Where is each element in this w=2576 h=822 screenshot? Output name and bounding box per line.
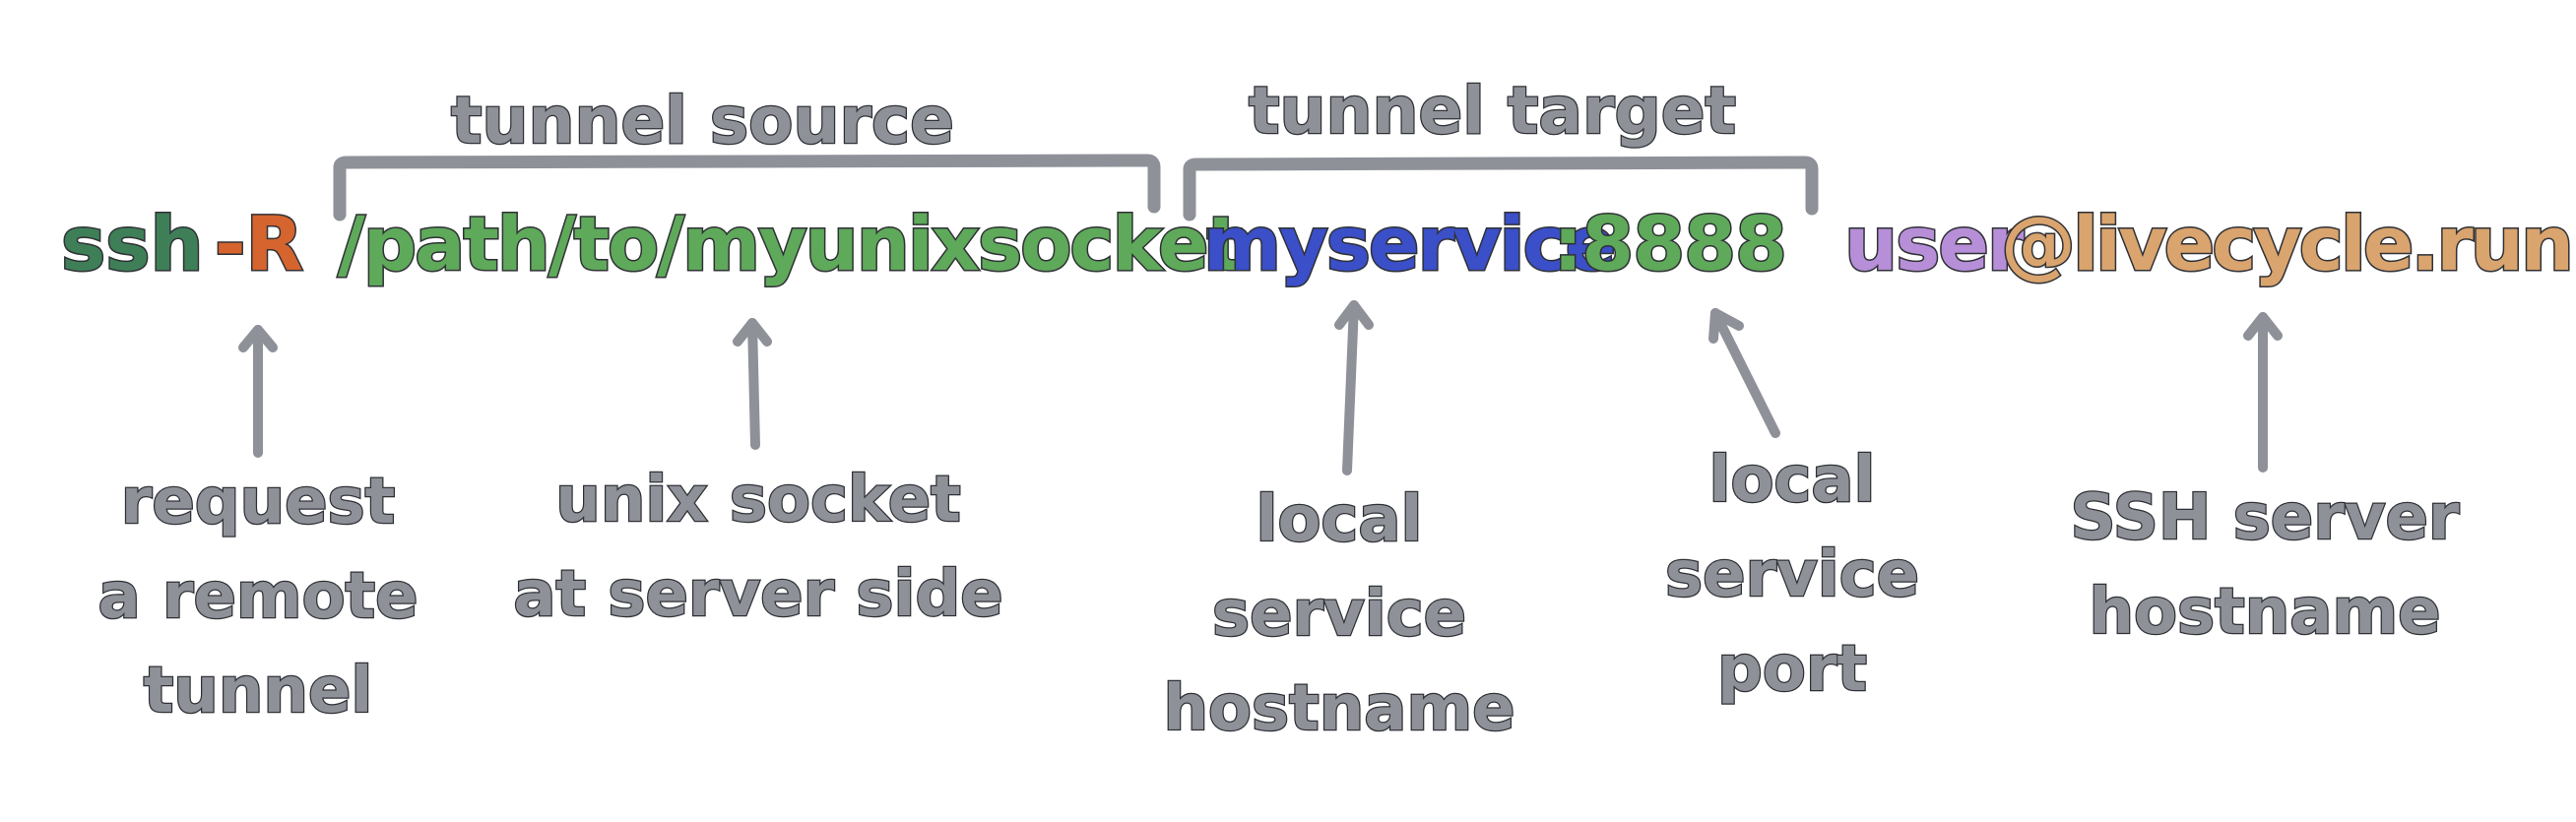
annotation-request-remote-tunnel: request a remote tunnel	[61, 455, 455, 738]
arrow-unix-socket	[733, 318, 772, 450]
annotation-unix-socket: unix socket at server side	[492, 453, 1024, 642]
annotation-line: local	[1255, 482, 1423, 558]
ssh-host: @livecycle.run	[2000, 200, 2576, 287]
annotation-line: unix socket	[554, 463, 962, 538]
annotation-line: hostname	[1162, 671, 1516, 747]
arrow-request	[238, 325, 278, 458]
annotation-line: at server side	[512, 557, 1004, 633]
annotation-line: tunnel	[142, 654, 373, 729]
target-host: myservice	[1201, 200, 1617, 287]
ssh-command: ssh	[60, 200, 206, 287]
annotation-line: a remote	[97, 559, 419, 635]
remote-flag: -R	[213, 200, 304, 287]
ssh-user: user	[1842, 200, 2025, 287]
annotation-ssh-server-hostname: SSH server hostname	[2038, 471, 2491, 660]
annotation-local-service-hostname: local service hostname	[1142, 473, 1536, 756]
tunnel-source-label: tunnel source	[450, 83, 955, 158]
tunnel-source-bracket	[333, 154, 1161, 221]
annotation-line: service	[1211, 577, 1468, 653]
annotation-local-service-port: local service port	[1595, 433, 1989, 717]
arrow-ssh-server	[2243, 312, 2283, 473]
annotation-line: service	[1664, 537, 1921, 613]
annotation-line: hostname	[2088, 575, 2442, 651]
annotation-line: request	[120, 465, 397, 540]
arrow-local-hostname	[1334, 300, 1374, 475]
annotation-line: port	[1716, 632, 1868, 708]
annotation-line: SSH server	[2069, 480, 2460, 556]
target-port: :8888	[1552, 200, 1789, 287]
arrow-local-port	[1708, 308, 1780, 438]
tunnel-target-label: tunnel target	[1248, 73, 1738, 149]
tunnel-target-bracket	[1183, 156, 1819, 221]
socket-path: /path/to/myunixsocket	[337, 200, 1245, 287]
annotation-line: local	[1707, 443, 1876, 519]
